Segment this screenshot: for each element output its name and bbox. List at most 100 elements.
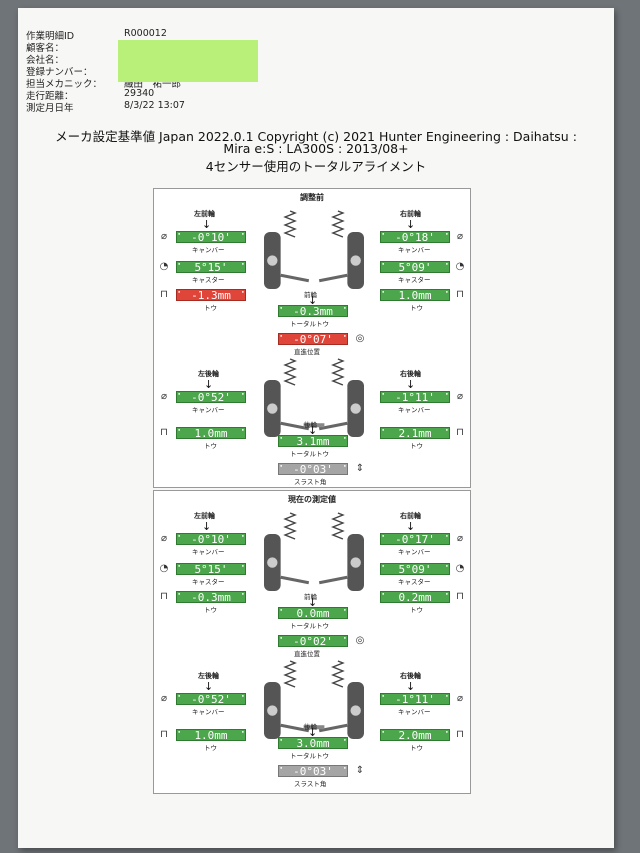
gauge-max-tick: ▪ xyxy=(445,591,448,596)
rl-toe-gauge-value: 1.0mm xyxy=(194,427,228,440)
gauge-min-tick: ▪ xyxy=(178,391,181,396)
rear-suspension-diagram xyxy=(264,660,364,740)
gauge-max-tick: ▪ xyxy=(343,737,346,742)
camber-wheel-icon: ⌀ xyxy=(456,533,464,544)
rear-total-toe-gauge-value: 3.0mm xyxy=(296,737,330,750)
gauge-min-tick: ▪ xyxy=(382,231,385,236)
gauge-max-tick: ▪ xyxy=(445,427,448,432)
rl-camber-gauge-value: -0°52' xyxy=(191,693,231,706)
steering-icon: ◎ xyxy=(355,635,365,646)
down-arrow-icon: ↓ xyxy=(202,520,212,533)
fr-caster-gauge: 5°09'▪▪ xyxy=(380,261,450,274)
gauge-min-tick: ▪ xyxy=(280,737,283,742)
camber-label: キャンバー xyxy=(398,406,431,414)
rear-total-toe-gauge-value: 3.1mm xyxy=(296,435,330,448)
gauge-max-tick: ▪ xyxy=(241,231,244,236)
left-hub xyxy=(267,557,278,568)
right-hub xyxy=(350,255,361,266)
toe-wheel-icon: ⊓ xyxy=(456,289,464,300)
rr-toe-gauge: 2.1mm▪▪ xyxy=(380,427,450,440)
rear-beam xyxy=(303,725,325,730)
camber-label: キャンバー xyxy=(192,548,225,556)
total-toe-label: トータルトウ xyxy=(290,320,329,328)
toe-label: トウ xyxy=(204,442,217,450)
header-label: 登録ナンバー： xyxy=(26,67,93,78)
camber-label: キャンバー xyxy=(398,246,431,254)
down-arrow-icon: ↓ xyxy=(308,596,318,609)
fl-toe-gauge: -0.3mm▪▪ xyxy=(176,591,246,604)
gauge-max-tick: ▪ xyxy=(343,305,346,310)
down-arrow-icon: ↓ xyxy=(406,218,416,231)
left-hub xyxy=(267,403,278,414)
gauge-min-tick: ▪ xyxy=(280,635,283,640)
camber-wheel-icon: ⌀ xyxy=(456,391,464,402)
front-total-toe-gauge: 0.0mm▪▪ xyxy=(278,607,348,620)
gauge-max-tick: ▪ xyxy=(445,693,448,698)
front-right-label: 右前輪 xyxy=(400,210,421,218)
rear-suspension-diagram xyxy=(264,358,364,438)
rear-left-label: 左後輪 xyxy=(198,672,219,680)
camber-label: キャンバー xyxy=(398,548,431,556)
camber-wheel-icon: ⌀ xyxy=(160,533,168,544)
gauge-min-tick: ▪ xyxy=(280,435,283,440)
rr-toe-gauge-value: 2.1mm xyxy=(398,427,432,440)
gauge-min-tick: ▪ xyxy=(382,563,385,568)
camber-label: キャンバー xyxy=(192,246,225,254)
toe-label: トウ xyxy=(204,744,217,752)
header-value: R000012 xyxy=(124,28,167,39)
rear-left-label: 左後輪 xyxy=(198,370,219,378)
straight-gauge: -0°07'▪▪ xyxy=(278,333,348,346)
fl-camber-gauge: -0°10'▪▪ xyxy=(176,533,246,546)
rr-camber-gauge-value: -1°11' xyxy=(395,693,435,706)
toe-wheel-icon: ⊓ xyxy=(456,729,464,740)
down-arrow-icon: ↓ xyxy=(406,680,416,693)
header-label: 顧客名： xyxy=(26,43,65,54)
header-value: 織田 祐一郎 xyxy=(124,79,182,90)
gauge-min-tick: ▪ xyxy=(280,765,283,770)
left-lower-arm xyxy=(280,421,310,431)
gauge-max-tick: ▪ xyxy=(241,563,244,568)
gauge-min-tick: ▪ xyxy=(178,729,181,734)
gauge-min-tick: ▪ xyxy=(178,231,181,236)
gauge-min-tick: ▪ xyxy=(178,533,181,538)
right-hub xyxy=(350,403,361,414)
toe-label: トウ xyxy=(410,744,423,752)
gauge-max-tick: ▪ xyxy=(241,391,244,396)
front-total-toe-gauge-value: 0.0mm xyxy=(296,607,330,620)
fl-camber-gauge: -0°10'▪▪ xyxy=(176,231,246,244)
header-label: 作業明細ID xyxy=(26,31,75,42)
steering-icon: ◎ xyxy=(355,333,365,344)
toe-wheel-icon: ⊓ xyxy=(456,591,464,602)
rr-toe-gauge-value: 2.0mm xyxy=(398,729,432,742)
total-toe-label: トータルトウ xyxy=(290,622,329,630)
gauge-min-tick: ▪ xyxy=(280,463,283,468)
header-label: 測定月日年 xyxy=(26,103,74,114)
rear-beam xyxy=(303,423,325,428)
straight-gauge: -0°02'▪▪ xyxy=(278,635,348,648)
right-coil-spring xyxy=(331,512,345,540)
down-arrow-icon: ↓ xyxy=(202,218,212,231)
gauge-min-tick: ▪ xyxy=(178,289,181,294)
gauge-max-tick: ▪ xyxy=(343,635,346,640)
rl-camber-gauge: -0°52'▪▪ xyxy=(176,391,246,404)
rl-toe-gauge-value: 1.0mm xyxy=(194,729,228,742)
gauge-min-tick: ▪ xyxy=(280,333,283,338)
straight-label: 直進位置 xyxy=(294,650,320,658)
rr-camber-gauge: -1°11'▪▪ xyxy=(380,693,450,706)
right-coil-spring xyxy=(331,660,345,688)
toe-label: トウ xyxy=(204,606,217,614)
right-hub xyxy=(350,557,361,568)
caster-wheel-icon: ◔ xyxy=(455,261,465,272)
fl-toe-gauge: -1.3mm▪▪ xyxy=(176,289,246,302)
left-lower-arm xyxy=(280,273,310,283)
camber-label: キャンバー xyxy=(192,708,225,716)
fl-caster-gauge-value: 5°15' xyxy=(194,261,228,274)
gauge-min-tick: ▪ xyxy=(280,607,283,612)
rl-toe-gauge: 1.0mm▪▪ xyxy=(176,729,246,742)
camber-label: キャンバー xyxy=(192,406,225,414)
rear-label: 後輪 xyxy=(304,723,317,731)
down-arrow-icon: ↓ xyxy=(204,378,214,391)
front-left-label: 左前輪 xyxy=(194,210,215,218)
header-label: 会社名： xyxy=(26,55,65,66)
gauge-max-tick: ▪ xyxy=(445,533,448,538)
